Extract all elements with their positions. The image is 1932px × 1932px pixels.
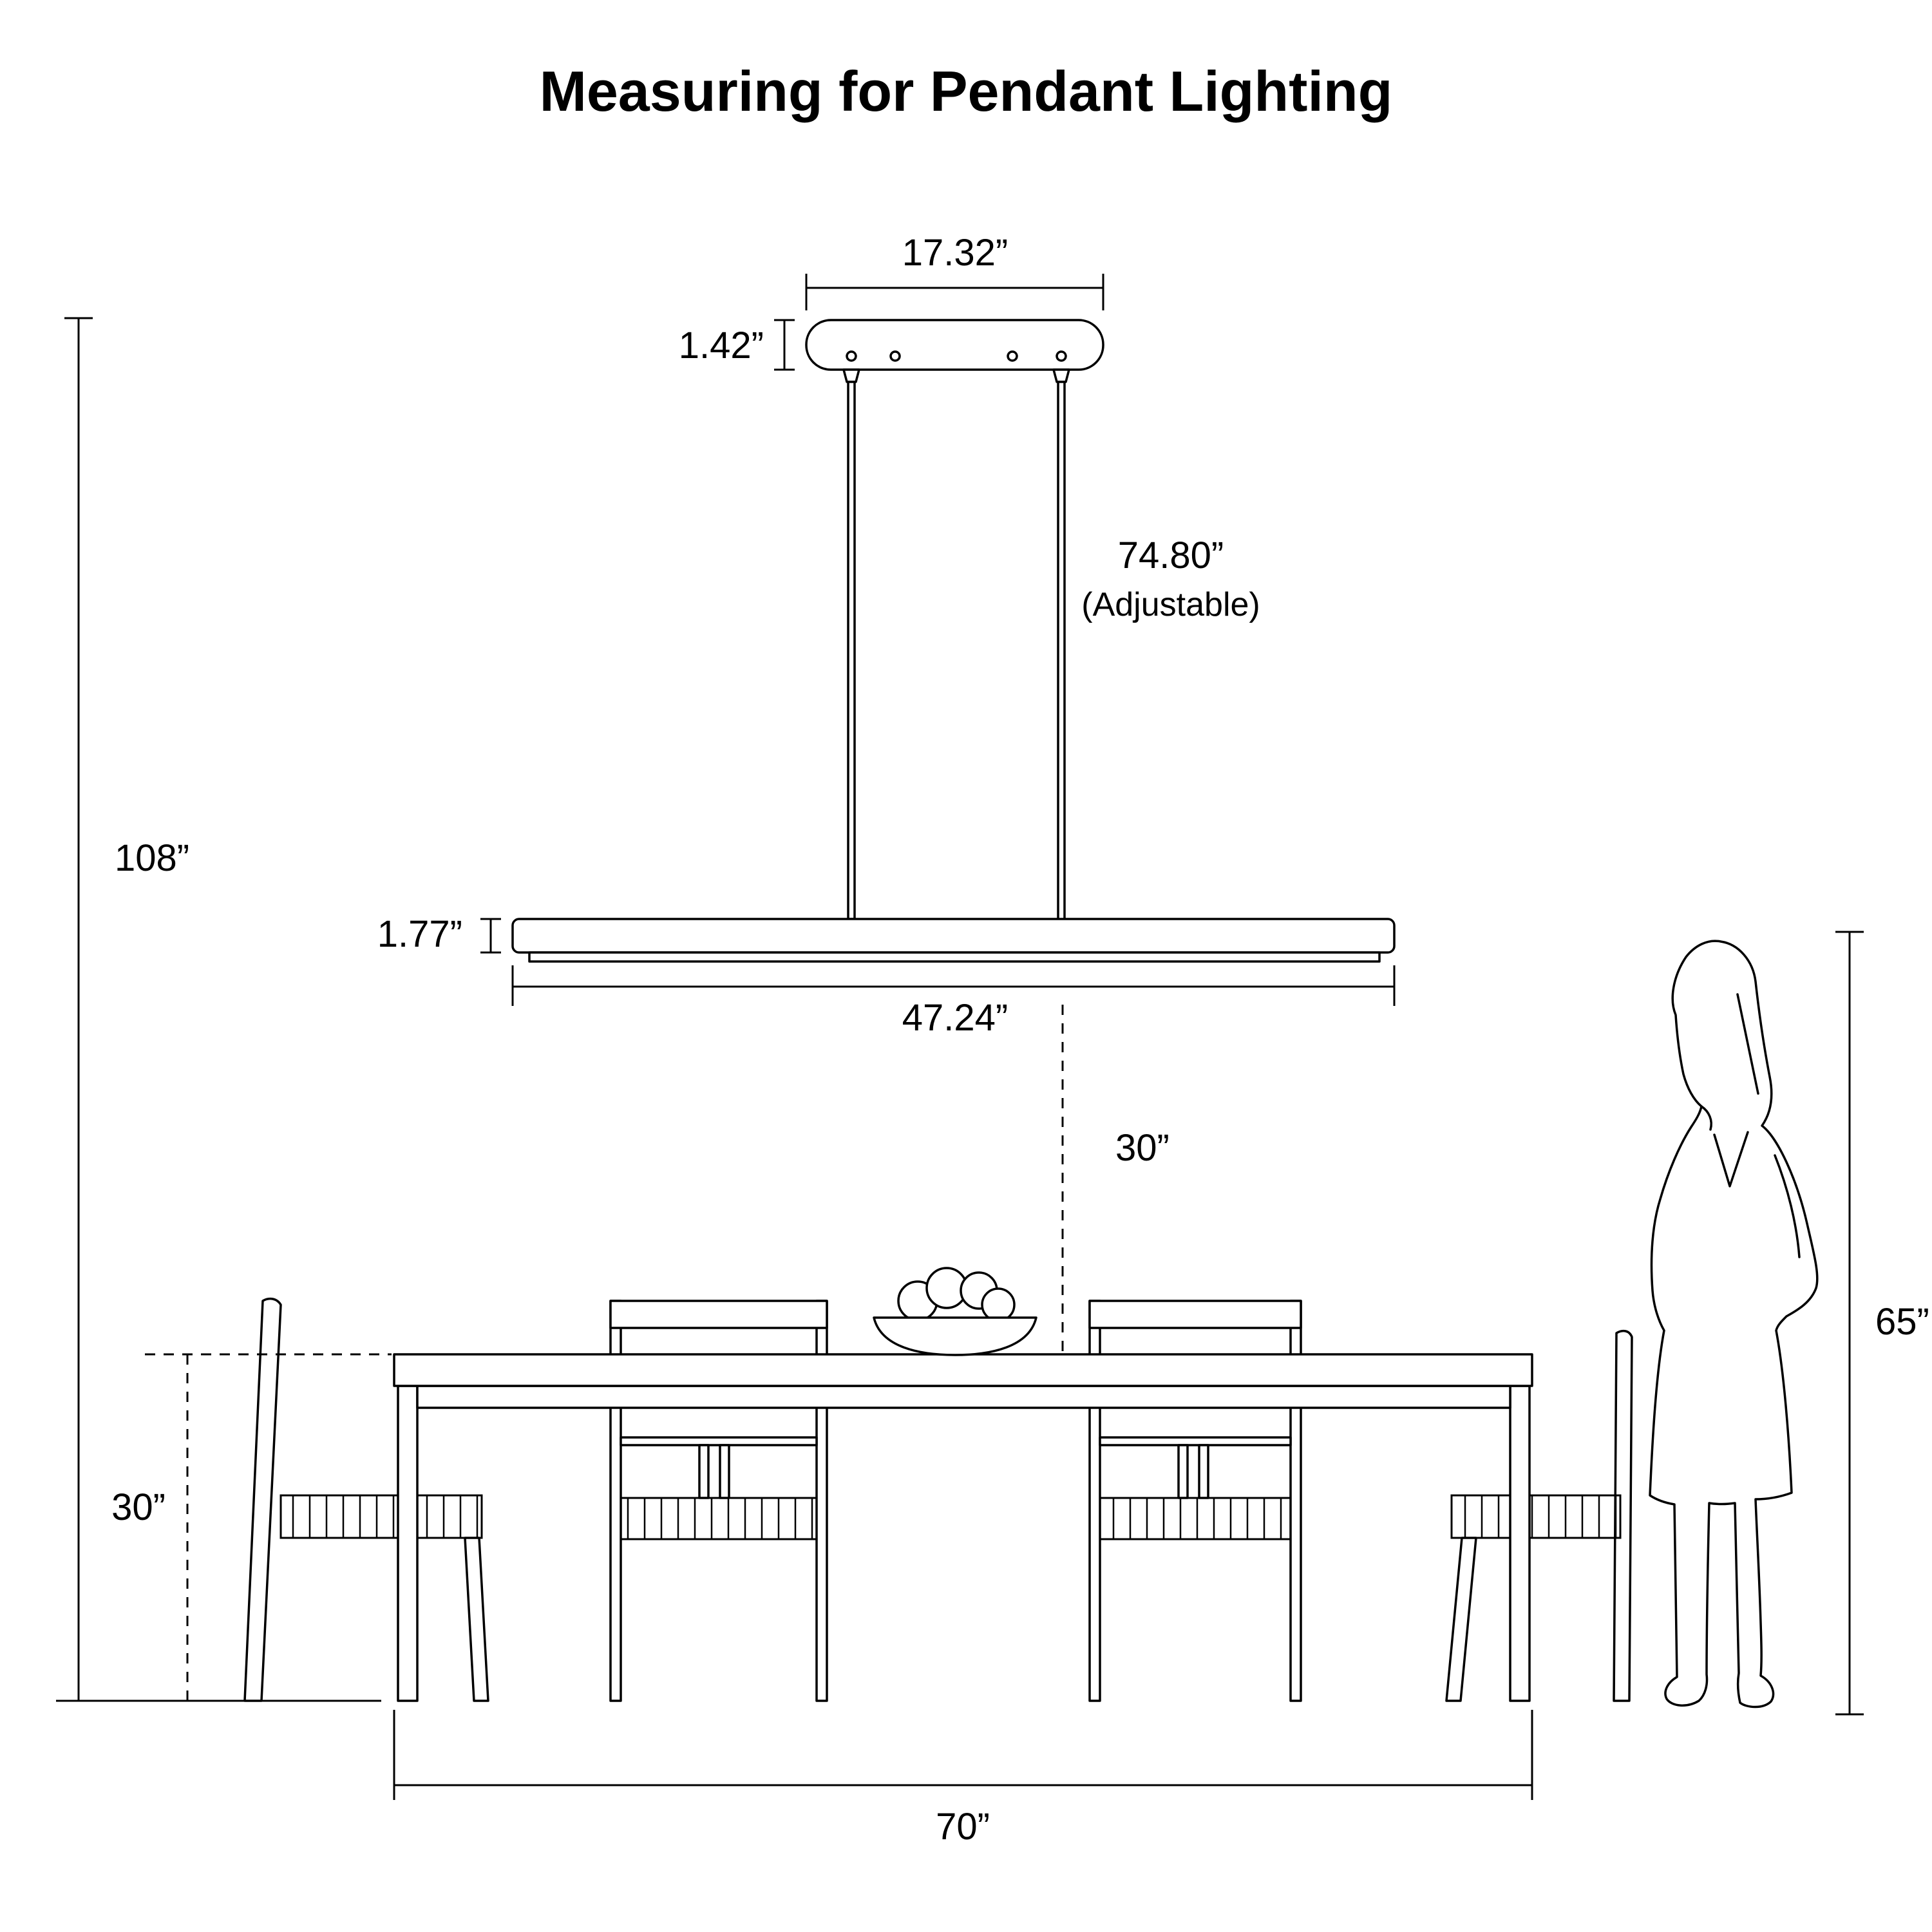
canopy-hole-icon <box>1056 350 1067 362</box>
dining-chair-right-end <box>1445 1329 1633 1702</box>
chair-woven-seat <box>620 1497 818 1540</box>
person-height-label: 65” <box>1875 1301 1929 1343</box>
table-height-label: 30” <box>111 1486 166 1528</box>
chair-rail <box>620 1436 818 1446</box>
fruit-bowl <box>873 1267 1037 1356</box>
cord-length-dimension: 74.80” (Adjustable) <box>1081 535 1260 623</box>
chair-woven-seat <box>279 1494 483 1539</box>
hair-line <box>1736 993 1759 1095</box>
canopy-width-dimension: 17.32” <box>805 232 1104 310</box>
chair-back-post <box>1613 1329 1633 1702</box>
canopy-hole-icon <box>1007 350 1018 362</box>
hanging-rod-right <box>1057 381 1066 938</box>
person-height-dimension: 65” <box>1835 931 1929 1716</box>
arm-line <box>1774 1154 1801 1258</box>
table-length-dimension: 70” <box>393 1710 1533 1848</box>
ceiling-to-floor-dimension: 108” <box>64 317 189 1702</box>
person-silhouette <box>1649 940 1819 1709</box>
hand-line <box>1700 1105 1712 1131</box>
fruit <box>981 1287 1016 1322</box>
canopy-width-label: 17.32” <box>902 232 1008 274</box>
fixture-to-table-dimension: 30” <box>1061 1005 1170 1354</box>
chair-back-brace <box>1177 1444 1189 1499</box>
rod-socket <box>842 368 860 383</box>
table-length-label: 70” <box>936 1806 990 1848</box>
ceiling-to-floor-label: 108” <box>115 837 189 879</box>
chair-back-brace <box>1198 1444 1209 1499</box>
pendant-light-fixture <box>511 319 1396 963</box>
chair-back-post <box>243 1297 282 1702</box>
fixture-to-table-label: 30” <box>1115 1127 1170 1169</box>
dining-chair-left-end <box>243 1297 489 1702</box>
chair-woven-seat <box>1450 1494 1622 1539</box>
cord-adjustable-note: (Adjustable) <box>1081 586 1260 623</box>
chair-front-leg <box>464 1537 489 1702</box>
table-apron <box>416 1385 1511 1409</box>
chair-woven-seat <box>1099 1497 1292 1540</box>
chair-rail <box>1099 1436 1292 1446</box>
rod-socket <box>1052 368 1070 383</box>
ceiling-canopy <box>805 319 1104 371</box>
chair-back-brace <box>719 1444 730 1499</box>
chair-top-rail <box>609 1300 828 1329</box>
diagram-title: Measuring for Pendant Lighting <box>540 59 1393 123</box>
fixture-height-label: 1.77” <box>377 913 462 955</box>
fixture-length-label: 47.24” <box>902 997 1008 1039</box>
linear-light-bar <box>511 918 1396 954</box>
chair-front-leg <box>1445 1537 1477 1702</box>
fixture-length-dimension: 47.24” <box>511 965 1396 1039</box>
chair-top-rail <box>1088 1300 1302 1329</box>
fixture-height-dimension: 1.77” <box>377 913 501 955</box>
person-outline <box>1649 940 1819 1709</box>
table-leg-right <box>1509 1385 1531 1702</box>
hanging-rod-left <box>847 381 856 920</box>
canopy-hole-icon <box>846 350 857 362</box>
bowl <box>873 1316 1037 1356</box>
canopy-hole-icon <box>889 350 901 362</box>
canopy-height-dimension: 1.42” <box>679 319 795 371</box>
cord-length-label: 74.80” <box>1118 535 1224 576</box>
chair-back-brace <box>698 1444 710 1499</box>
table-leg-left <box>397 1385 419 1702</box>
dining-table <box>393 1353 1533 1702</box>
canopy-height-label: 1.42” <box>679 325 764 366</box>
light-bar-diffuser <box>528 951 1381 963</box>
table-height-dimension: 30” <box>56 1353 392 1702</box>
collar-line <box>1713 1131 1749 1188</box>
table-top <box>393 1353 1533 1387</box>
